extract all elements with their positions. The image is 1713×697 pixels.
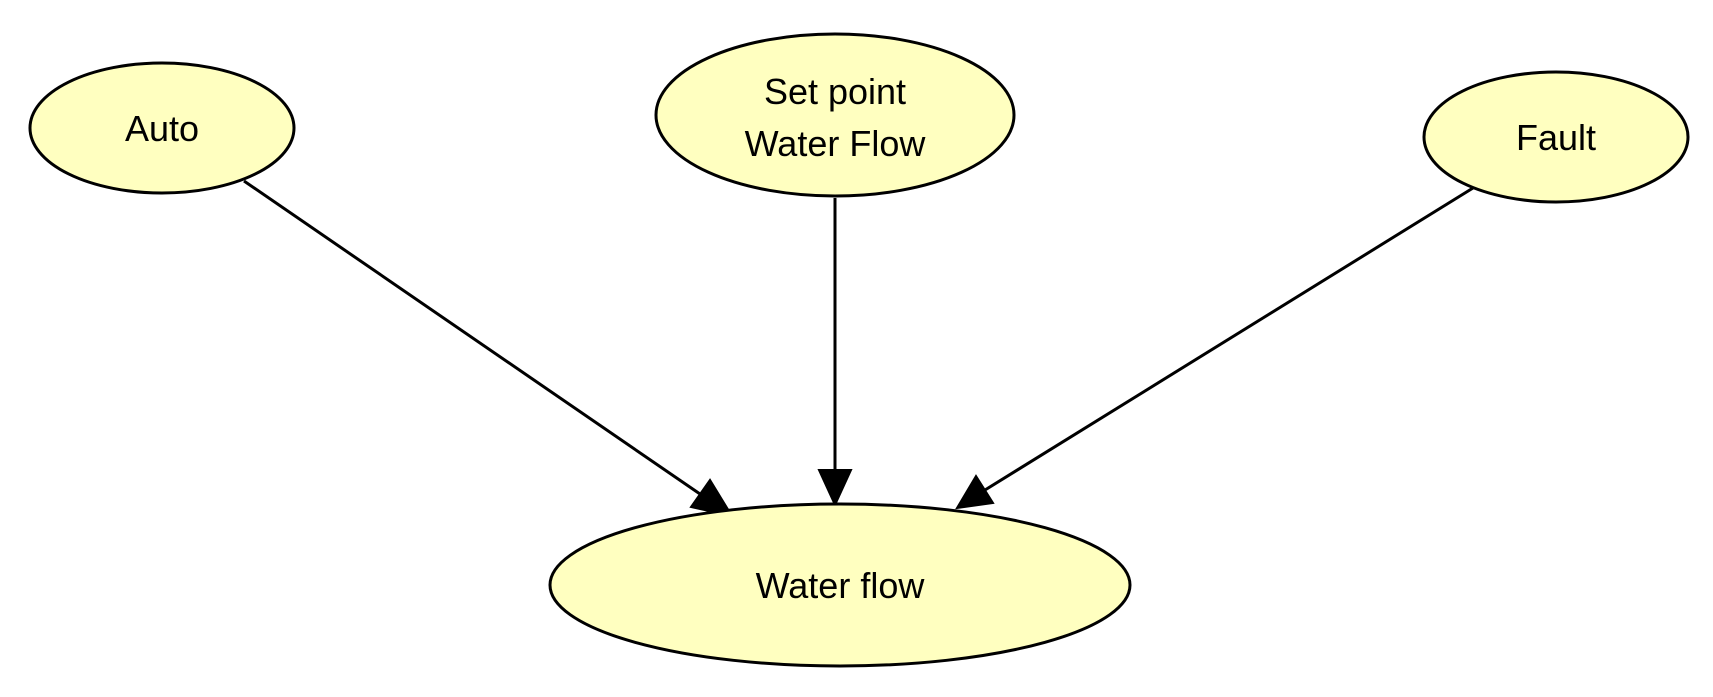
node-water-flow-ellipse: [548, 502, 1132, 668]
edge-line: [984, 186, 1474, 492]
node-setpoint-label-line2: Water Flow: [745, 123, 927, 164]
node-setpoint-ellipse: [654, 32, 1016, 198]
node-water-flow-label: Water flow: [756, 565, 926, 606]
node-fault-label: Fault: [1516, 117, 1596, 158]
edge-line: [243, 179, 701, 496]
node-fault: Fault: [1422, 70, 1690, 204]
edge-setpoint-to-water-flow: [817, 198, 853, 508]
node-auto-ellipse: [28, 61, 296, 195]
node-setpoint-label-line1: Set point: [764, 71, 906, 112]
node-auto-label: Auto: [125, 108, 199, 149]
node-setpoint-water-flow: Set point Water Flow: [654, 32, 1016, 198]
node-fault-ellipse: [1422, 70, 1690, 204]
arrowhead-icon: [817, 469, 853, 508]
node-water-flow: Water flow: [548, 502, 1132, 668]
node-auto: Auto: [28, 61, 296, 195]
edge-auto-to-water-flow: [243, 179, 735, 518]
edge-fault-to-water-flow: [955, 186, 1474, 510]
arrowhead-icon: [955, 474, 995, 510]
